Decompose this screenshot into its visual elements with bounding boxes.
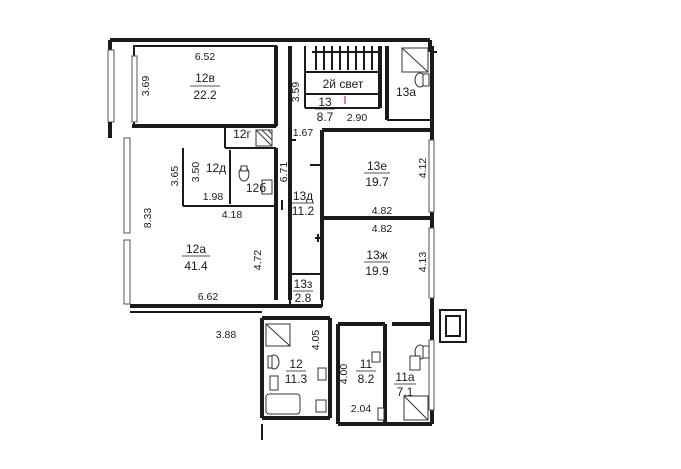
window-13zh — [428, 227, 435, 299]
dim-4-00: 4.00 — [338, 364, 350, 385]
window-left-top — [107, 49, 115, 123]
window-left-mid — [123, 137, 131, 234]
dim-3-50: 3.50 — [190, 162, 202, 183]
room-number-13: 13 — [318, 95, 332, 109]
staircase — [255, 46, 381, 147]
window-13e — [428, 139, 435, 213]
room-area-13z: 2.8 — [295, 291, 312, 305]
room-number-13zh: 13ж — [366, 248, 387, 262]
room-number-13z: 13з — [294, 277, 313, 291]
room-labels: 12в 22.2 12г 12д 12б 12а 41.4 13 8.7 13а… — [182, 71, 416, 399]
room-number-11a: 11а — [395, 370, 414, 384]
plumbing-fixtures — [238, 47, 430, 421]
room-number-12b: 12б — [246, 181, 266, 195]
dim-2-04: 2.04 — [351, 403, 372, 415]
dim-8-33: 8.33 — [142, 208, 154, 229]
window-left-low — [123, 239, 131, 305]
dim-3-69: 3.69 — [140, 76, 152, 97]
dim-4-12: 4.12 — [417, 158, 429, 179]
dim-4-82-top: 4.82 — [372, 205, 393, 217]
door-marks — [281, 139, 322, 242]
bathtub-12 — [265, 393, 301, 415]
dim-4-18: 4.18 — [222, 209, 243, 221]
room-area-13d: 11.2 — [292, 204, 315, 218]
room-number-11: 11 — [360, 357, 373, 371]
room-area-13zh: 19.9 — [365, 264, 389, 278]
room-area-11a: 7.1 — [397, 385, 414, 399]
room-area-13: 8.7 — [317, 110, 334, 124]
room-number-12: 12 — [289, 357, 303, 371]
dim-6-62: 6.62 — [198, 291, 219, 303]
dim-1-67: 1.67 — [293, 127, 314, 139]
room-area-13e: 19.7 — [365, 175, 389, 189]
dim-4-13: 4.13 — [417, 252, 429, 273]
room-area-12v: 22.2 — [193, 88, 217, 102]
dimension-labels: 6.52 3.69 3.59 2.90 1.67 6.71 3.65 3.50 … — [140, 51, 429, 415]
room-area-11: 8.2 — [358, 372, 375, 386]
room-number-12g: 12г — [233, 127, 251, 141]
room-number-13d: 13д — [293, 189, 313, 203]
room-area-12: 11.3 — [285, 372, 308, 386]
room-number-13a: 13а — [396, 85, 416, 99]
dim-4-05: 4.05 — [310, 330, 322, 351]
room-number-13e: 13е — [367, 159, 387, 173]
dim-3-65: 3.65 — [169, 166, 181, 187]
room-number-12d: 12д — [206, 161, 226, 175]
second-light-label: 2й свет — [323, 77, 364, 91]
walls — [107, 38, 467, 440]
room-number-12v: 12в — [195, 71, 215, 85]
dim-1-98: 1.98 — [203, 191, 224, 203]
window-bottom-right — [428, 339, 435, 411]
room-number-12a: 12а — [186, 242, 206, 256]
dim-6-52: 6.52 — [195, 51, 216, 63]
dim-4-82-bottom: 4.82 — [372, 223, 393, 235]
dim-2-90: 2.90 — [347, 112, 368, 124]
dim-3-88: 3.88 — [216, 329, 237, 341]
room-area-12a: 41.4 — [184, 259, 208, 273]
window-12v — [131, 55, 138, 123]
dim-4-72: 4.72 — [252, 250, 264, 271]
dim-6-71: 6.71 — [278, 162, 290, 183]
dim-3-59: 3.59 — [290, 82, 302, 103]
